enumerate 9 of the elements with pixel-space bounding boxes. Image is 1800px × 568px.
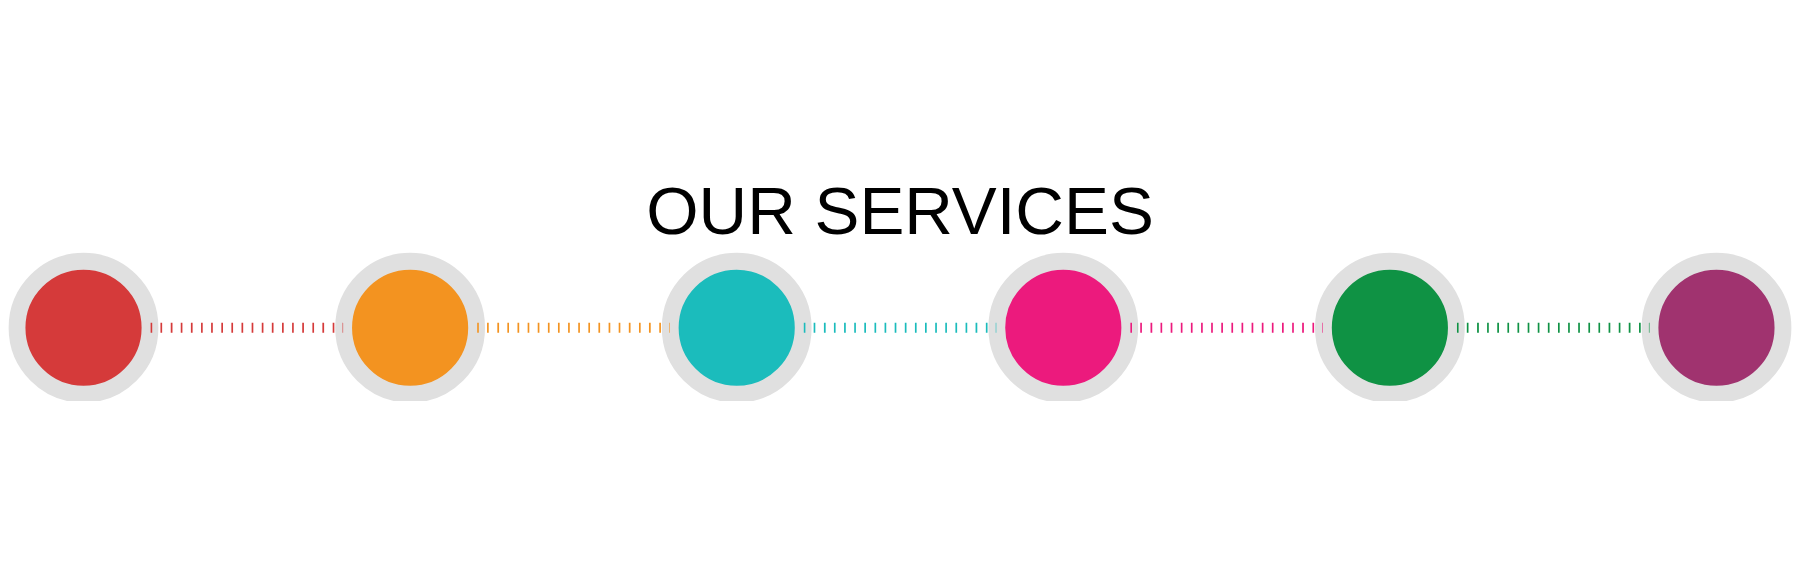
node-circle xyxy=(8,252,159,401)
diagram-title: OUR SERVICES xyxy=(646,173,1154,249)
node-circle xyxy=(988,252,1139,401)
node-circle xyxy=(1641,252,1792,401)
node-circle xyxy=(1314,252,1465,401)
connector xyxy=(477,322,670,333)
node-circle xyxy=(661,252,812,401)
connector xyxy=(1130,322,1323,333)
node-circle xyxy=(335,252,486,401)
